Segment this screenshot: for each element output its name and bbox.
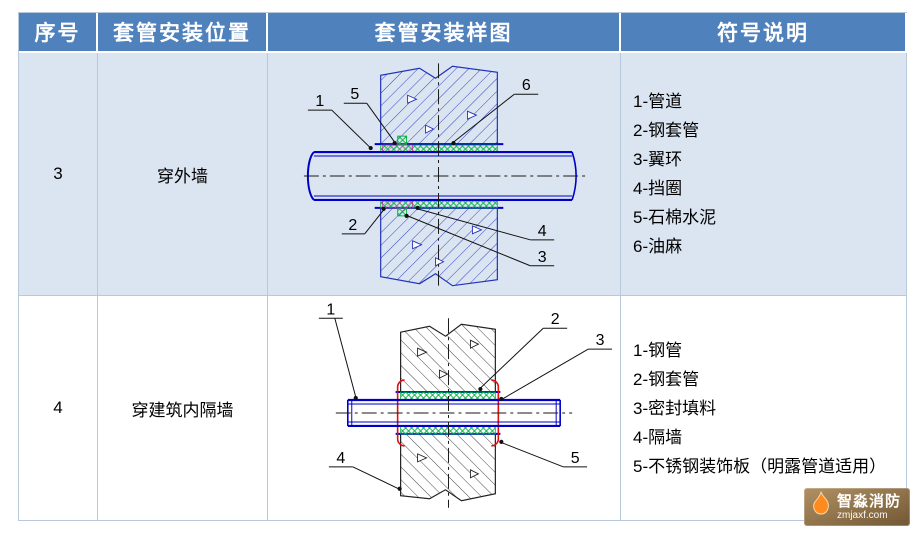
legend-item: 2-钢套管	[633, 369, 700, 389]
legend-item: 2-钢套管	[633, 121, 700, 140]
flame-icon	[811, 490, 831, 522]
row3-location: 穿外墙	[98, 53, 268, 296]
callout-3: 3	[596, 332, 605, 349]
watermark-logo: 智淼消防 zmjaxf.com	[803, 488, 910, 526]
callout-4: 4	[538, 222, 547, 239]
pipe	[306, 150, 577, 201]
row3-diagram-cell: 1 5 6 2 4 3	[268, 53, 621, 296]
callout-1: 1	[326, 301, 335, 318]
header-col-location: 套管安装位置	[98, 13, 268, 53]
legend-item: 3-密封填料	[633, 398, 717, 418]
callout-3: 3	[538, 248, 547, 265]
row4-diagram-cell: 1 2 3 4 5	[268, 296, 621, 521]
legend-item: 4-隔墙	[633, 427, 683, 447]
row3-index: 3	[19, 53, 98, 296]
sleeve-installation-table: 序号 套管安装位置 套管安装样图 符号说明 3 穿外墙	[18, 12, 907, 521]
callout-4: 4	[336, 449, 345, 466]
exterior-wall-sleeve-diagram: 1 5 6 2 4 3	[303, 62, 586, 289]
partition-wall-sleeve-diagram: 1 2 3 4 5	[318, 301, 613, 508]
callout-leaders	[307, 93, 555, 266]
legend-item: 6-油麻	[633, 237, 683, 256]
exterior-wall-hatch	[380, 65, 498, 286]
callout-numbers: 1 5 6 2 4 3	[315, 77, 546, 266]
callout-numbers: 1 2 3 4 5	[326, 301, 604, 467]
asbestos-cement-seal	[382, 144, 413, 208]
callout-1: 1	[315, 93, 324, 110]
centerlines	[335, 317, 573, 508]
centerlines	[303, 62, 586, 289]
watermark-text: 智淼消防 zmjaxf.com	[837, 493, 901, 521]
legend-item: 1-钢管	[633, 340, 683, 360]
header-col-index: 序号	[19, 13, 98, 53]
legend-item: 5-石棉水泥	[633, 208, 717, 227]
legend-item: 3-翼环	[633, 150, 683, 169]
watermark-title: 智淼消防	[836, 492, 901, 510]
legend-item: 5-不锈钢装饰板（明露管道适用）	[633, 456, 887, 476]
row4-location: 穿建筑内隔墙	[98, 296, 268, 521]
row3-legend-cell: 1-管道 2-钢套管 3-翼环 4-挡圈 5-石棉水泥 6-油麻	[621, 53, 907, 296]
legend-item: 4-挡圈	[633, 179, 683, 198]
callout-5: 5	[350, 86, 359, 103]
row4-index: 4	[19, 296, 98, 521]
concrete-triangle-marks	[417, 338, 480, 479]
callout-leaders	[318, 317, 613, 491]
callout-5: 5	[571, 449, 580, 466]
header-col-diagram: 套管安装样图	[268, 13, 621, 53]
concrete-triangle-marks	[407, 94, 483, 266]
callout-2: 2	[551, 311, 560, 328]
watermark-url: zmjaxf.com	[836, 509, 888, 521]
legend-item: 1-管道	[633, 92, 683, 111]
callout-2: 2	[348, 216, 357, 233]
callout-6: 6	[522, 77, 531, 94]
header-col-symbols: 符号说明	[621, 13, 907, 53]
row4-legend-cell: 1-钢管 2-钢套管 3-密封填料 4-隔墙 5-不锈钢装饰板（明露管道适用）	[621, 296, 907, 521]
